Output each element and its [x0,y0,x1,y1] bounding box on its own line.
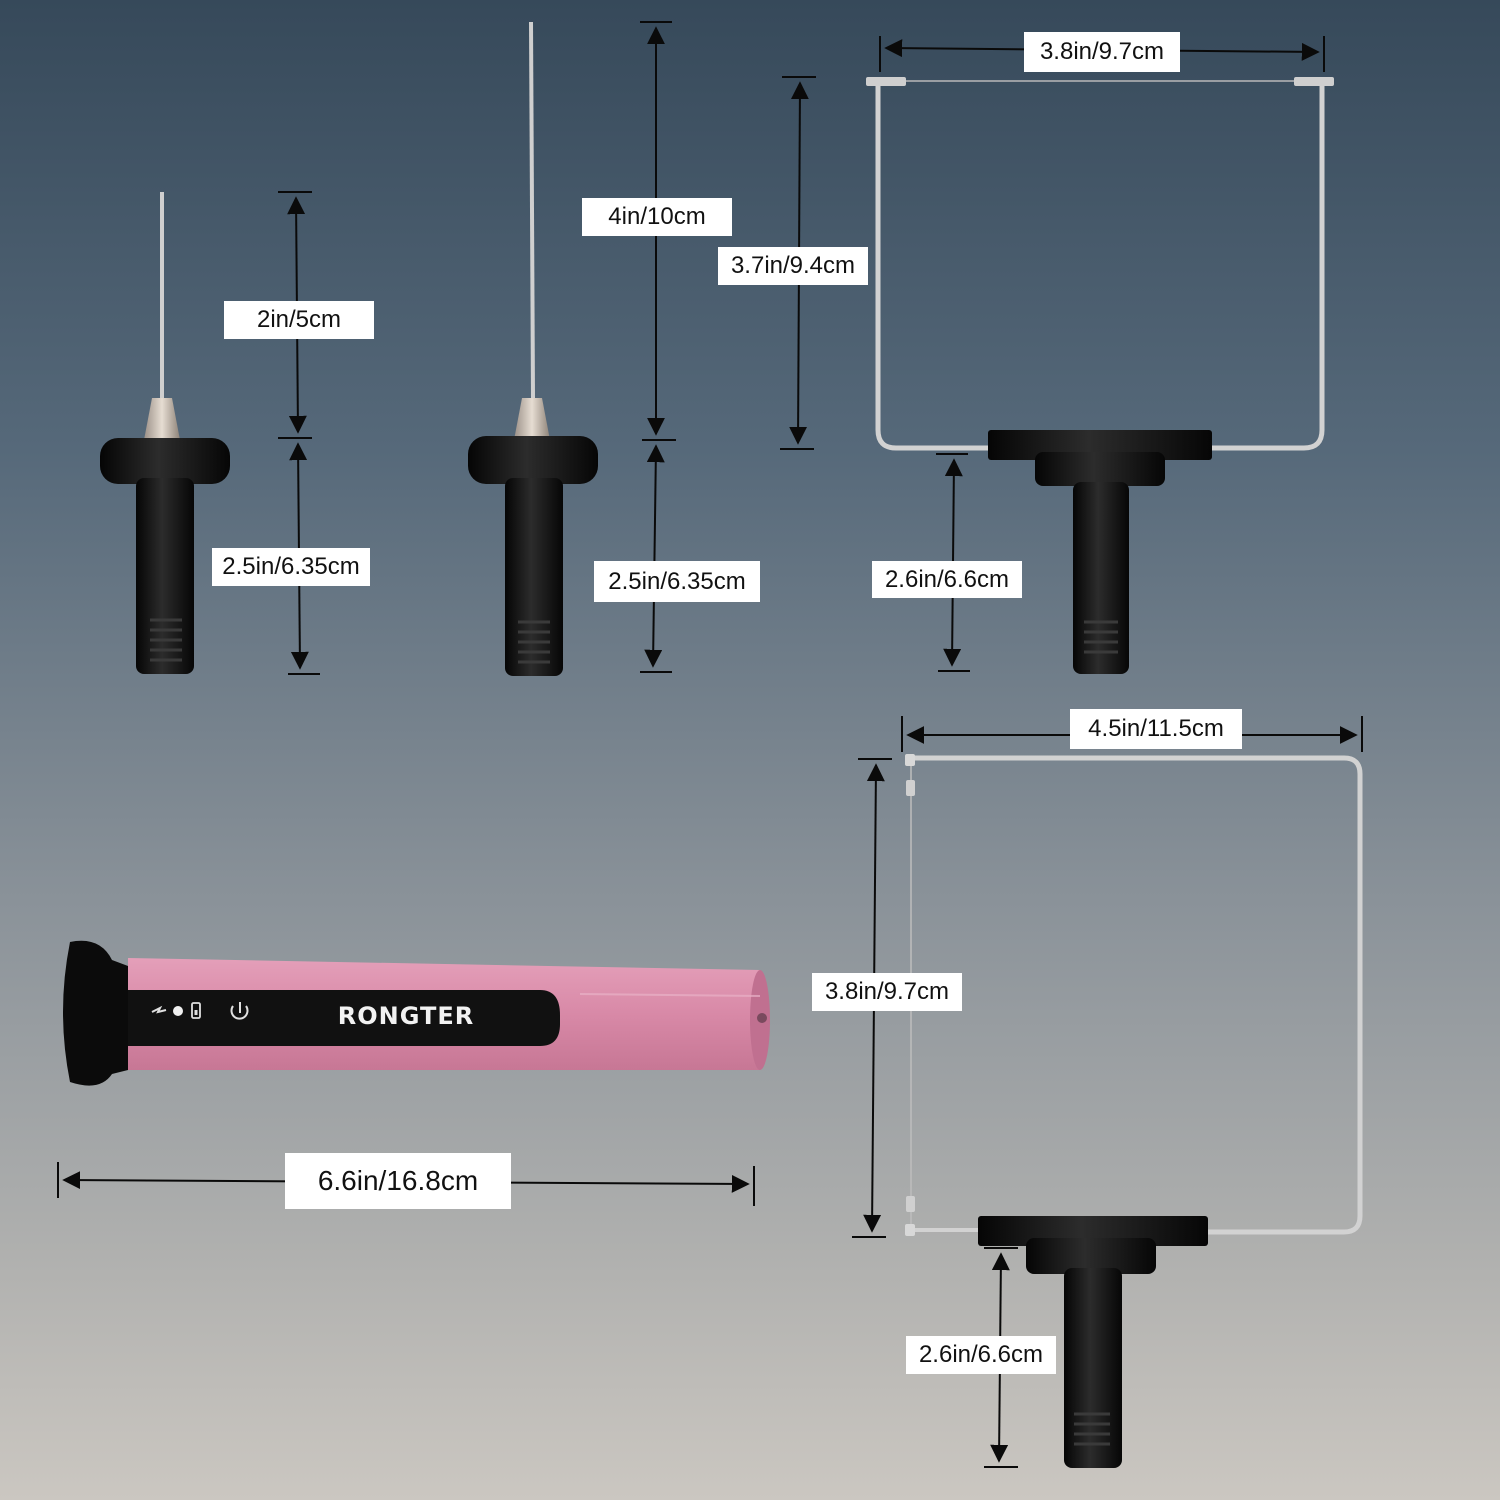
pen-handle [63,940,770,1086]
long-tip-blade-length-label: 4in/10cm [582,198,732,236]
led-indicator-icon [173,1006,183,1016]
pen-length-label: 6.6in/16.8cm [285,1153,511,1209]
short-tip-handle-length-label: 2.5in/6.35cm [212,548,370,586]
short-tip-tool [100,192,230,674]
small-bow-tool [866,77,1334,674]
small-bow-dimension-lines [780,36,1325,672]
small-bow-height-label: 3.7in/9.4cm [718,247,868,285]
large-bow-tool [905,754,1363,1468]
long-tip-handle-length-label: 2.5in/6.35cm [594,561,760,602]
short-tip-blade-length-label: 2in/5cm [224,301,374,339]
large-bow-height-label: 3.8in/9.7cm [812,973,962,1011]
small-bow-handle-length-label: 2.6in/6.6cm [872,561,1022,598]
large-bow-handle-length-label: 2.6in/6.6cm [906,1336,1056,1374]
battery-icon [191,1002,201,1019]
short-tip-dimension-lines [278,191,320,675]
long-tip-tool [468,21,598,676]
large-bow-width-label: 4.5in/11.5cm [1070,709,1242,749]
power-icon[interactable] [230,1002,249,1020]
brand-logo: RONGTER [338,1002,475,1030]
small-bow-width-label: 3.8in/9.7cm [1024,32,1180,72]
bolt-icon [151,1005,167,1014]
